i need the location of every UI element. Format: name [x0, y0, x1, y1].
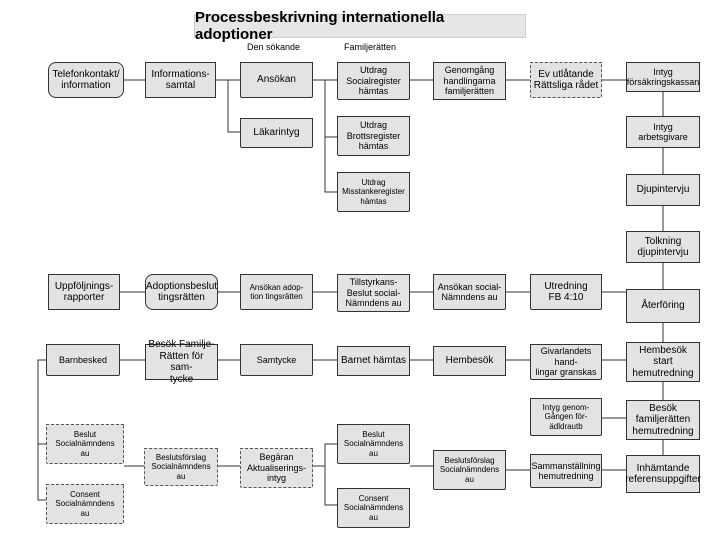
- node-label: Ev utlåtande Rättsliga rådet: [533, 68, 599, 92]
- node-label: Barnet hämtas: [340, 355, 407, 367]
- node-intyg-arbetsgivare[interactable]: Intyg arbetsgivare: [626, 116, 700, 148]
- node-ansokan-adoption[interactable]: Ansökan adop- tion tingsrätten: [240, 274, 313, 310]
- node-label: Givarlandets hand- lingar granskas: [535, 346, 597, 378]
- node-label: Beslutsförslag Socialnämndens au: [439, 456, 500, 484]
- node-genomgang[interactable]: Genomgång handlingarna familjerätten: [433, 62, 506, 100]
- node-label: Utdrag Socialregister hämtas: [346, 65, 401, 97]
- node-besok-familjeratten-samtycke[interactable]: Besök Familje- Rätten för sam- tycke: [145, 339, 218, 385]
- node-label: Samtycke: [256, 354, 297, 365]
- node-label: Sammanställning hemutredning: [531, 460, 601, 481]
- node-beslut-socialnamndens-left[interactable]: Beslut Socialnämndens au: [46, 424, 124, 464]
- node-consent-socialnamndens-mid[interactable]: Consent Socialnämndens au: [337, 488, 410, 528]
- node-label: Utdrag Brottsregister hämtas: [346, 120, 401, 152]
- node-informationssamtal[interactable]: Informations- samtal: [145, 62, 216, 98]
- node-label: Begäran Aktualiserings- intyg: [246, 452, 307, 484]
- edge-utdrag-branch: [324, 80, 337, 193]
- node-label: Beslutsförslag Socialnämndens au: [151, 453, 211, 481]
- node-utdrag-brottsregister[interactable]: Utdrag Brottsregister hämtas: [337, 116, 410, 156]
- node-beslutsforslag-mid[interactable]: Beslutsförslag Socialnämndens au: [433, 450, 506, 490]
- node-label: Informations- samtal: [151, 68, 210, 92]
- node-samtycke[interactable]: Samtycke: [240, 344, 313, 376]
- node-telefonkontakt[interactable]: Telefonkontakt/ information: [48, 62, 124, 98]
- node-label: Återföring: [641, 300, 685, 312]
- node-label: Consent Socialnämndens au: [343, 494, 404, 522]
- node-label: Inhämtande referensuppgifter: [625, 462, 701, 486]
- node-label: Consent Socialnämndens au: [55, 490, 115, 518]
- node-begaran-aktualiseringsintyg[interactable]: Begäran Aktualiserings- intyg: [240, 448, 313, 488]
- node-barnet-hamtas[interactable]: Barnet hämtas: [337, 346, 410, 376]
- column-label-sokande: Den sökande: [247, 42, 301, 52]
- node-label: Djupintervju: [636, 184, 690, 196]
- node-label: Hembesök start hemutredning: [632, 344, 694, 379]
- node-label: Intyg arbetsgivare: [638, 121, 688, 142]
- node-beslutsforslag-left[interactable]: Beslutsförslag Socialnämndens au: [144, 448, 218, 486]
- node-utdrag-misstankeregister[interactable]: Utdrag Misstankeregister hämtas: [337, 172, 410, 212]
- node-givarlandets-handlingar[interactable]: Givarlandets hand- lingar granskas: [530, 344, 602, 380]
- node-intyg-genomgangen[interactable]: Intyg genom- Gången för- ädldrautb: [530, 398, 602, 436]
- node-djupintervju[interactable]: Djupintervju: [626, 174, 700, 206]
- node-label: Genomgång handlingarna familjerätten: [443, 65, 496, 97]
- node-label: Tillstyrkans- Beslut social- Nämndens au: [345, 277, 402, 309]
- node-uppfoljningsrapporter[interactable]: Uppföljnings- rapporter: [48, 274, 120, 310]
- node-ansokan-social[interactable]: Ansökan social- Nämndens au: [433, 274, 506, 310]
- edge-mid-branch: [324, 443, 337, 506]
- node-label: Utdrag Misstankeregister hämtas: [342, 178, 405, 206]
- node-sammanstallning[interactable]: Sammanställning hemutredning: [530, 454, 602, 488]
- diagram-title: Processbeskrivning internationella adopt…: [194, 9, 526, 43]
- node-label: Adoptionsbeslut tingsrätten: [145, 280, 218, 304]
- node-label: Beslut Socialnämndens au: [55, 430, 115, 458]
- node-inhamtande[interactable]: Inhämtande referensuppgifter: [625, 455, 701, 493]
- node-label: Ansökan adop- tion tingsrätten: [249, 282, 304, 301]
- node-beslut-socialnamndens-mid[interactable]: Beslut Socialnämndens au: [337, 424, 410, 464]
- edge-left-branch: [37, 359, 46, 501]
- node-label: Uppföljnings- rapporter: [54, 280, 114, 304]
- node-tillstyrkansbeslut[interactable]: Tillstyrkans- Beslut social- Nämndens au: [337, 274, 410, 312]
- node-label: Intyg försäkringskassan: [626, 66, 700, 87]
- node-consent-socialnamndens-left[interactable]: Consent Socialnämndens au: [46, 484, 124, 524]
- node-label: Telefonkontakt/ information: [52, 68, 120, 92]
- node-label: Ansökan social- Nämndens au: [437, 281, 502, 302]
- node-tolkning[interactable]: Tolkning djupintervju: [626, 231, 700, 263]
- node-lakarintyg[interactable]: Läkarintyg: [240, 118, 313, 148]
- node-utdrag-socialregister[interactable]: Utdrag Socialregister hämtas: [337, 62, 410, 100]
- node-label: Hembesök: [445, 355, 494, 367]
- node-intyg-forsakringskassan[interactable]: Intyg försäkringskassan: [626, 62, 700, 92]
- node-utredning[interactable]: Utredning FB 4:10: [530, 274, 602, 310]
- node-label: Ansökan: [257, 74, 296, 86]
- node-label: Besök familjerätten hemutredning: [632, 402, 694, 437]
- node-barnbesked[interactable]: Barnbesked: [46, 344, 120, 376]
- node-label: Besök Familje- Rätten för sam- tycke: [148, 339, 215, 385]
- node-label: Beslut Socialnämndens au: [343, 430, 404, 458]
- column-label-familjeratten: Familjerätten: [344, 42, 397, 52]
- node-aterforing[interactable]: Återföring: [626, 289, 700, 323]
- edge-ansokan-lakarintyg: [227, 80, 240, 133]
- node-label: Barnbesked: [58, 354, 108, 365]
- node-adoptionsbeslut[interactable]: Adoptionsbeslut tingsrätten: [145, 274, 218, 310]
- node-ev-utlatande[interactable]: Ev utlåtande Rättsliga rådet: [530, 62, 602, 98]
- node-hembesok[interactable]: Hembesök: [433, 346, 506, 376]
- node-label: Läkarintyg: [253, 127, 300, 139]
- node-label: Intyg genom- Gången för- ädldrautb: [542, 403, 590, 431]
- node-besok-familjeratten-hemutredning[interactable]: Besök familjerätten hemutredning: [626, 400, 700, 440]
- node-ansokan[interactable]: Ansökan: [240, 62, 313, 98]
- node-hembesok-start[interactable]: Hembesök start hemutredning: [626, 342, 700, 382]
- node-label: Tolkning djupintervju: [637, 235, 689, 259]
- node-label: Utredning FB 4:10: [544, 280, 588, 304]
